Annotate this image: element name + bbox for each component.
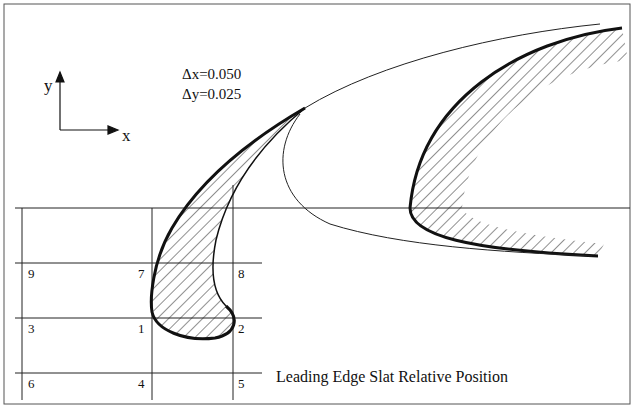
dimension: Δy=0.025 xyxy=(182,86,241,102)
callout-number: 8 xyxy=(238,266,245,281)
axis-label-holder: x xyxy=(122,126,131,146)
callout-number-holder: 6 xyxy=(28,376,35,392)
callout-number-holder: 1 xyxy=(138,321,145,337)
callout-number-holder: 4 xyxy=(138,376,145,392)
dimension-holder: Δy=0.025 xyxy=(182,86,241,103)
callout-number: 6 xyxy=(28,376,35,391)
axes xyxy=(56,72,118,134)
slat-inner-surface xyxy=(213,108,305,306)
callout-number-holder: 2 xyxy=(238,321,245,337)
callout-number: 3 xyxy=(28,321,35,336)
callout-number-holder: 7 xyxy=(138,266,145,282)
slat-hatch xyxy=(151,108,305,339)
axis-label-holder: y xyxy=(44,76,53,96)
callout-number: 2 xyxy=(238,321,245,336)
slat-outer-surface xyxy=(151,108,305,339)
main-wing-leading-edge xyxy=(410,28,622,256)
dimension: Δx=0.050 xyxy=(182,66,241,82)
main-wing-hatch xyxy=(410,28,628,256)
caption-note-holder: Leading Edge Slat Relative Position xyxy=(274,368,510,386)
frame xyxy=(4,4,630,404)
dimension-holder: Δx=0.050 xyxy=(182,66,241,83)
stowed-upper-line xyxy=(305,24,600,108)
callout-number: 4 xyxy=(138,376,145,391)
axis-label: x xyxy=(122,126,131,145)
callout-number: 1 xyxy=(138,321,145,336)
grid-lines xyxy=(15,185,630,400)
callout-number: 7 xyxy=(138,266,145,281)
callout-number-holder: 9 xyxy=(28,266,35,282)
caption-note: Leading Edge Slat Relative Position xyxy=(274,368,510,385)
callout-number-holder: 3 xyxy=(28,321,35,337)
callout-number-holder: 8 xyxy=(238,266,245,282)
callout-number: 9 xyxy=(28,266,35,281)
stowed-lower-line xyxy=(283,114,592,256)
axis-label: y xyxy=(44,76,53,95)
callout-number-holder: 5 xyxy=(238,376,245,392)
callout-number: 5 xyxy=(238,376,245,391)
